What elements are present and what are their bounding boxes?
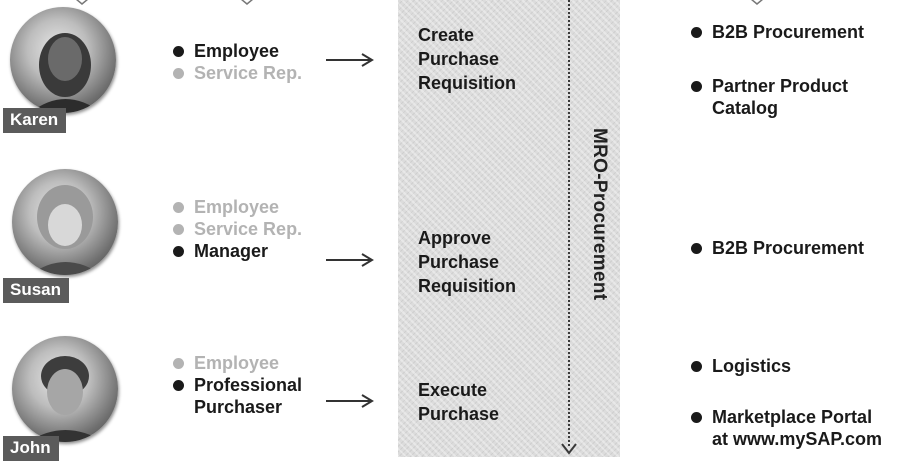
top-tick-mark [241, 0, 253, 5]
process-flow-line [568, 0, 570, 446]
role-label: Employee [194, 197, 280, 217]
role-label: Employee [194, 353, 280, 373]
component-item: B2B Procurement [688, 21, 864, 43]
role-label: Employee [194, 41, 280, 61]
step-line: Execute [418, 380, 488, 400]
component-label: B2B Procurement [712, 22, 865, 42]
role-item: Manager [170, 240, 302, 262]
bullet-dot-icon [173, 68, 184, 79]
right-arrow-icon [326, 253, 374, 267]
persona-name-tag: Karen [3, 108, 67, 133]
role-item: Employee [170, 352, 302, 374]
bullet-dot-icon [173, 380, 184, 391]
component-item: B2B Procurement [688, 237, 864, 259]
john-avatar [12, 336, 118, 442]
component-label: Partner Product [712, 76, 849, 96]
step-line: Create [418, 25, 475, 45]
step-line: Purchase [418, 404, 500, 424]
component-label: Marketplace Portal [712, 407, 873, 427]
role-label: Service Rep. [194, 63, 303, 83]
process-step: Execute Purchase [418, 378, 558, 426]
persona-name-tag: John [3, 436, 59, 461]
bullet-dot-icon [173, 202, 184, 213]
role-label: Service Rep. [194, 219, 303, 239]
karen-role-list: Employee Service Rep. [170, 40, 302, 84]
bullet-dot-icon [173, 358, 184, 369]
bullet-dot-icon [691, 361, 702, 372]
right-arrow-icon [326, 53, 374, 67]
component-label-continued: Catalog [712, 98, 779, 118]
process-label: MRO-Procurement [589, 128, 610, 301]
role-item: Employee [170, 40, 302, 62]
process-step: Approve Purchase Requisition [418, 226, 558, 298]
bullet-dot-icon [691, 81, 702, 92]
person-photo-icon [30, 185, 102, 275]
bullet-dot-icon [691, 27, 702, 38]
component-item: Logistics [688, 355, 791, 377]
role-label-continued: Purchaser [194, 397, 283, 417]
top-tick-mark [76, 0, 88, 5]
top-tick-mark [751, 0, 763, 5]
bullet-dot-icon [173, 224, 184, 235]
step-line: Approve [418, 228, 492, 248]
role-label: Professional [194, 375, 303, 395]
process-step: Create Purchase Requisition [418, 23, 558, 95]
person-photo-icon [30, 33, 102, 113]
person-photo-icon [28, 356, 104, 442]
role-item: Employee [170, 196, 302, 218]
bullet-dot-icon [691, 243, 702, 254]
component-label: Logistics [712, 356, 792, 376]
component-label-continued: at www.mySAP.com [712, 429, 883, 449]
step-line: Requisition [418, 73, 516, 93]
step-line: Requisition [418, 276, 516, 296]
persona-name-tag: Susan [3, 278, 70, 303]
susan-role-list: Employee Service Rep. Manager [170, 196, 302, 262]
role-item: Service Rep. [170, 62, 302, 84]
bullet-dot-icon [691, 412, 702, 423]
component-label: B2B Procurement [712, 238, 865, 258]
step-line: Purchase [418, 252, 500, 272]
bullet-dot-icon [173, 246, 184, 257]
step-line: Purchase [418, 49, 500, 69]
right-arrow-icon [326, 394, 374, 408]
process-band [398, 0, 620, 457]
karen-avatar [10, 7, 116, 113]
susan-avatar [12, 169, 118, 275]
bullet-dot-icon [173, 46, 184, 57]
down-arrow-icon [561, 443, 577, 455]
role-label: Manager [194, 241, 269, 261]
role-item: Service Rep. [170, 218, 302, 240]
